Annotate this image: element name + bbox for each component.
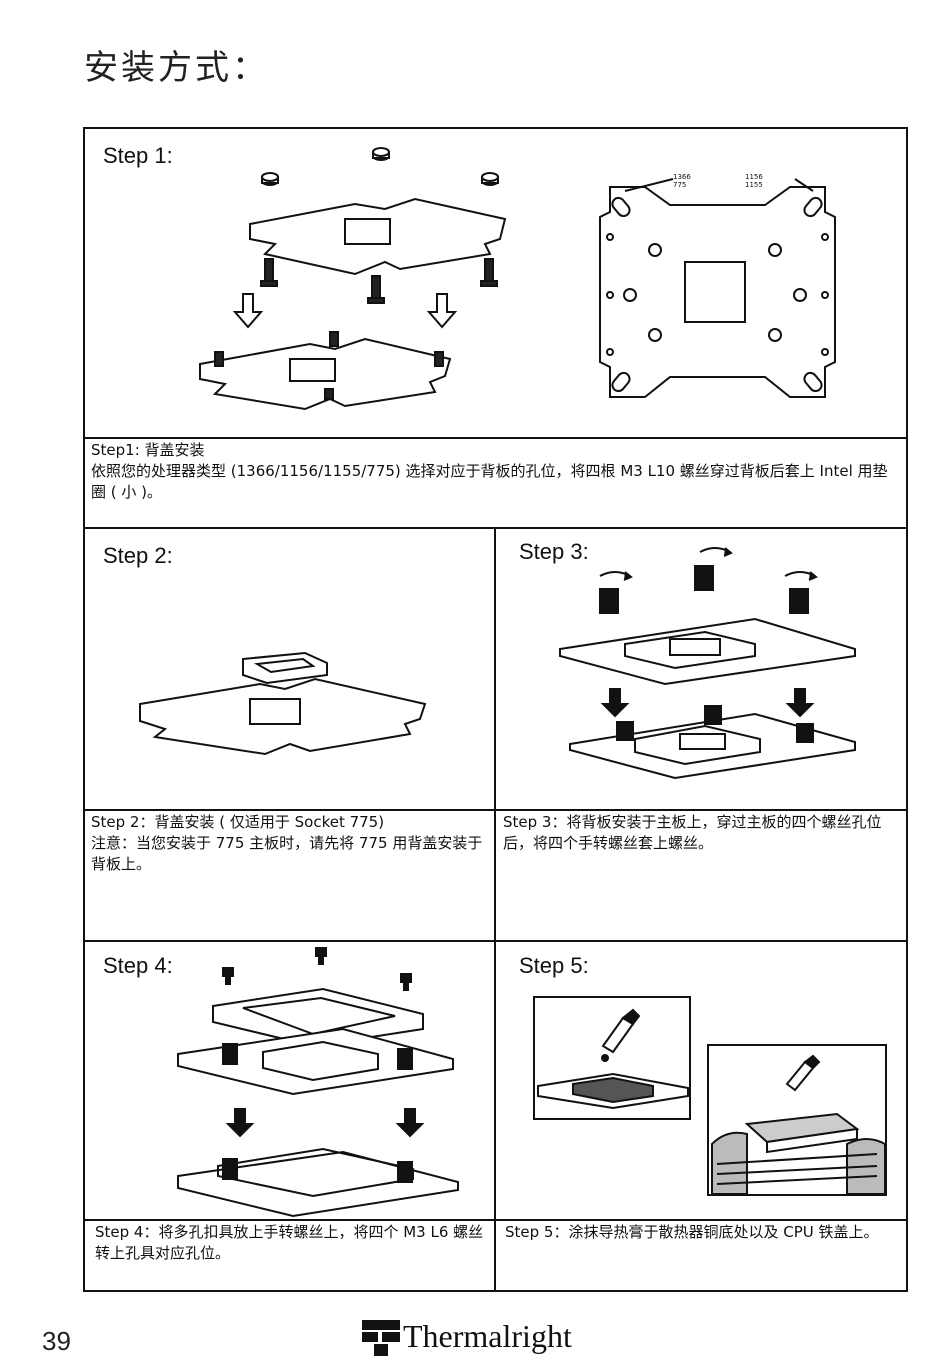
step-5-diagram-cpu (533, 996, 691, 1120)
divider (85, 437, 906, 439)
step-5-diagram-heatsink (707, 1044, 887, 1196)
instruction-grid: Step 1: (83, 127, 908, 1292)
step-1-description: Step1: 背盖安装 依照您的处理器类型 (1366/1156/1155/77… (91, 440, 901, 503)
callout-775: 775 (673, 181, 687, 189)
step-3-diagram (559, 547, 856, 780)
brand-logo-icon (362, 1320, 400, 1356)
step-1-text: 依照您的处理器类型 (1366/1156/1155/775) 选择对应于背板的孔… (91, 462, 888, 501)
step-5-description: Step 5：涂抹导热膏于散热器铜底处以及 CPU 铁盖上。 (505, 1222, 901, 1243)
step-5-label: Step 5: (519, 953, 589, 978)
page-number: 39 (42, 1326, 71, 1356)
brand-name: Thermalright (403, 1318, 572, 1354)
step-2-description: Step 2：背盖安装 ( 仅适用于 Socket 775) 注意：当您安装于 … (91, 812, 489, 875)
callout-1366: 1366 (673, 173, 691, 181)
step-3-text: Step 3：将背板安装于主板上，穿过主板的四个螺丝孔位后，将四个手转螺丝套上螺… (503, 813, 882, 852)
callout-1155: 1155 (745, 181, 763, 189)
step-2-heading: Step 2：背盖安装 ( 仅适用于 Socket 775) (91, 813, 385, 831)
step-1-exploded-diagram (199, 147, 507, 411)
step-4-diagram (177, 947, 459, 1218)
step-2-text: 注意：当您安装于 775 主板时，请先将 775 用背盖安装于背板上。 (91, 834, 483, 873)
step-3-label: Step 3: (519, 539, 589, 564)
step-4-description: Step 4：将多孔扣具放上手转螺丝上，将四个 M3 L6 螺丝转上孔具对应孔位… (95, 1222, 489, 1264)
step-4-text: Step 4：将多孔扣具放上手转螺丝上，将四个 M3 L6 螺丝转上孔具对应孔位… (95, 1223, 484, 1262)
step-4-label: Step 4: (103, 953, 173, 978)
step-2-diagram (139, 651, 427, 756)
step-1-label: Step 1: (103, 143, 173, 168)
step-5-text: Step 5：涂抹导热膏于散热器铜底处以及 CPU 铁盖上。 (505, 1223, 879, 1241)
callout-1156: 1156 (745, 173, 763, 181)
page-title: 安装方式： (84, 48, 269, 88)
divider (494, 527, 496, 1290)
step-1-backplate-top-view (599, 178, 836, 398)
step-1-heading: Step1: 背盖安装 (91, 441, 205, 459)
step-3-description: Step 3：将背板安装于主板上，穿过主板的四个螺丝孔位后，将四个手转螺丝套上螺… (503, 812, 901, 854)
step-2-label: Step 2: (103, 543, 173, 568)
